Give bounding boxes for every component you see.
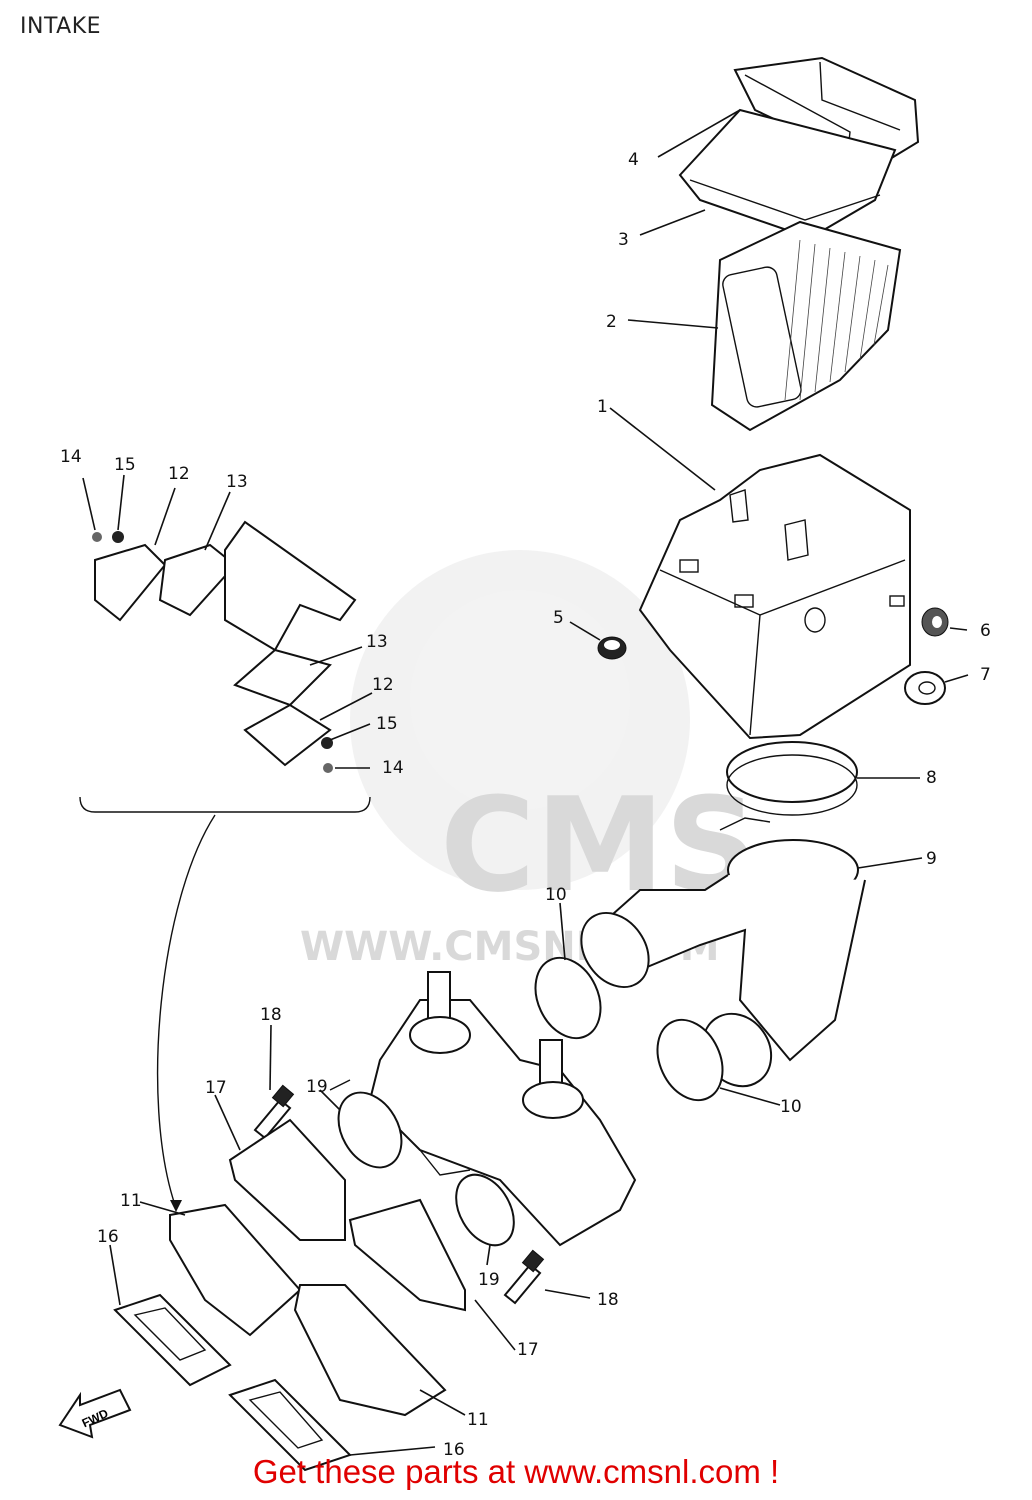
part-2-filter	[710, 220, 902, 432]
part-11-reed-valves	[169, 1203, 447, 1417]
callout-13-a: 13	[226, 472, 248, 492]
callout-9: 9	[926, 849, 937, 869]
callout-10-a: 10	[545, 885, 567, 905]
callout-17-a: 17	[205, 1078, 227, 1098]
callout-8: 8	[926, 768, 937, 788]
leader-lines	[82, 109, 969, 1456]
callout-15-b: 15	[376, 714, 398, 734]
callout-14-b: 14	[382, 758, 404, 778]
reed-valve-detail-inset	[79, 520, 371, 1212]
callout-6: 6	[980, 621, 991, 641]
callout-1: 1	[597, 397, 608, 417]
footer-link[interactable]: Get these parts at www.cmsnl.com !	[252, 1453, 780, 1490]
callout-19-b: 19	[478, 1270, 500, 1290]
callout-7: 7	[980, 665, 991, 685]
part-6-grommet	[889, 595, 949, 637]
callout-12-a: 12	[168, 464, 190, 484]
carburetor-assembly	[329, 971, 637, 1247]
callout-16-b: 16	[443, 1440, 465, 1460]
part-7-washer	[904, 671, 946, 705]
callout-13-b: 13	[366, 632, 388, 652]
part-3-cap	[678, 108, 897, 240]
callout-2: 2	[606, 312, 617, 332]
callout-12-b: 12	[372, 675, 394, 695]
cms-watermark: CMS WWW.CMSNL.COM	[300, 550, 758, 970]
callout-19-a: 19	[306, 1077, 328, 1097]
part-1-airbox-case	[638, 453, 911, 740]
callout-16-a: 16	[97, 1227, 119, 1247]
callout-5: 5	[553, 608, 564, 628]
callout-17-b: 17	[517, 1340, 539, 1360]
part-5-grommet	[597, 636, 627, 660]
callout-10-b: 10	[780, 1097, 802, 1117]
part-10-clamps	[534, 956, 724, 1102]
part-8-band	[719, 741, 858, 831]
callout-4: 4	[628, 150, 639, 170]
fwd-arrow: FWD	[58, 1388, 132, 1439]
page-title: INTAKE	[20, 14, 102, 39]
callout-18-a: 18	[260, 1005, 282, 1025]
callout-3: 3	[618, 230, 629, 250]
callout-18-b: 18	[597, 1290, 619, 1310]
callout-14-a: 14	[60, 447, 82, 467]
part-18-bolts	[253, 1084, 545, 1305]
callout-11-a: 11	[120, 1191, 142, 1211]
callout-labels: 1 2 3 4 5 6 7 8 9 10 10 10 11 11 11 12 1…	[60, 150, 991, 1460]
part-17-manifolds	[228, 1118, 466, 1312]
callout-11-b: 11	[467, 1410, 489, 1430]
callout-15-a: 15	[114, 455, 136, 475]
